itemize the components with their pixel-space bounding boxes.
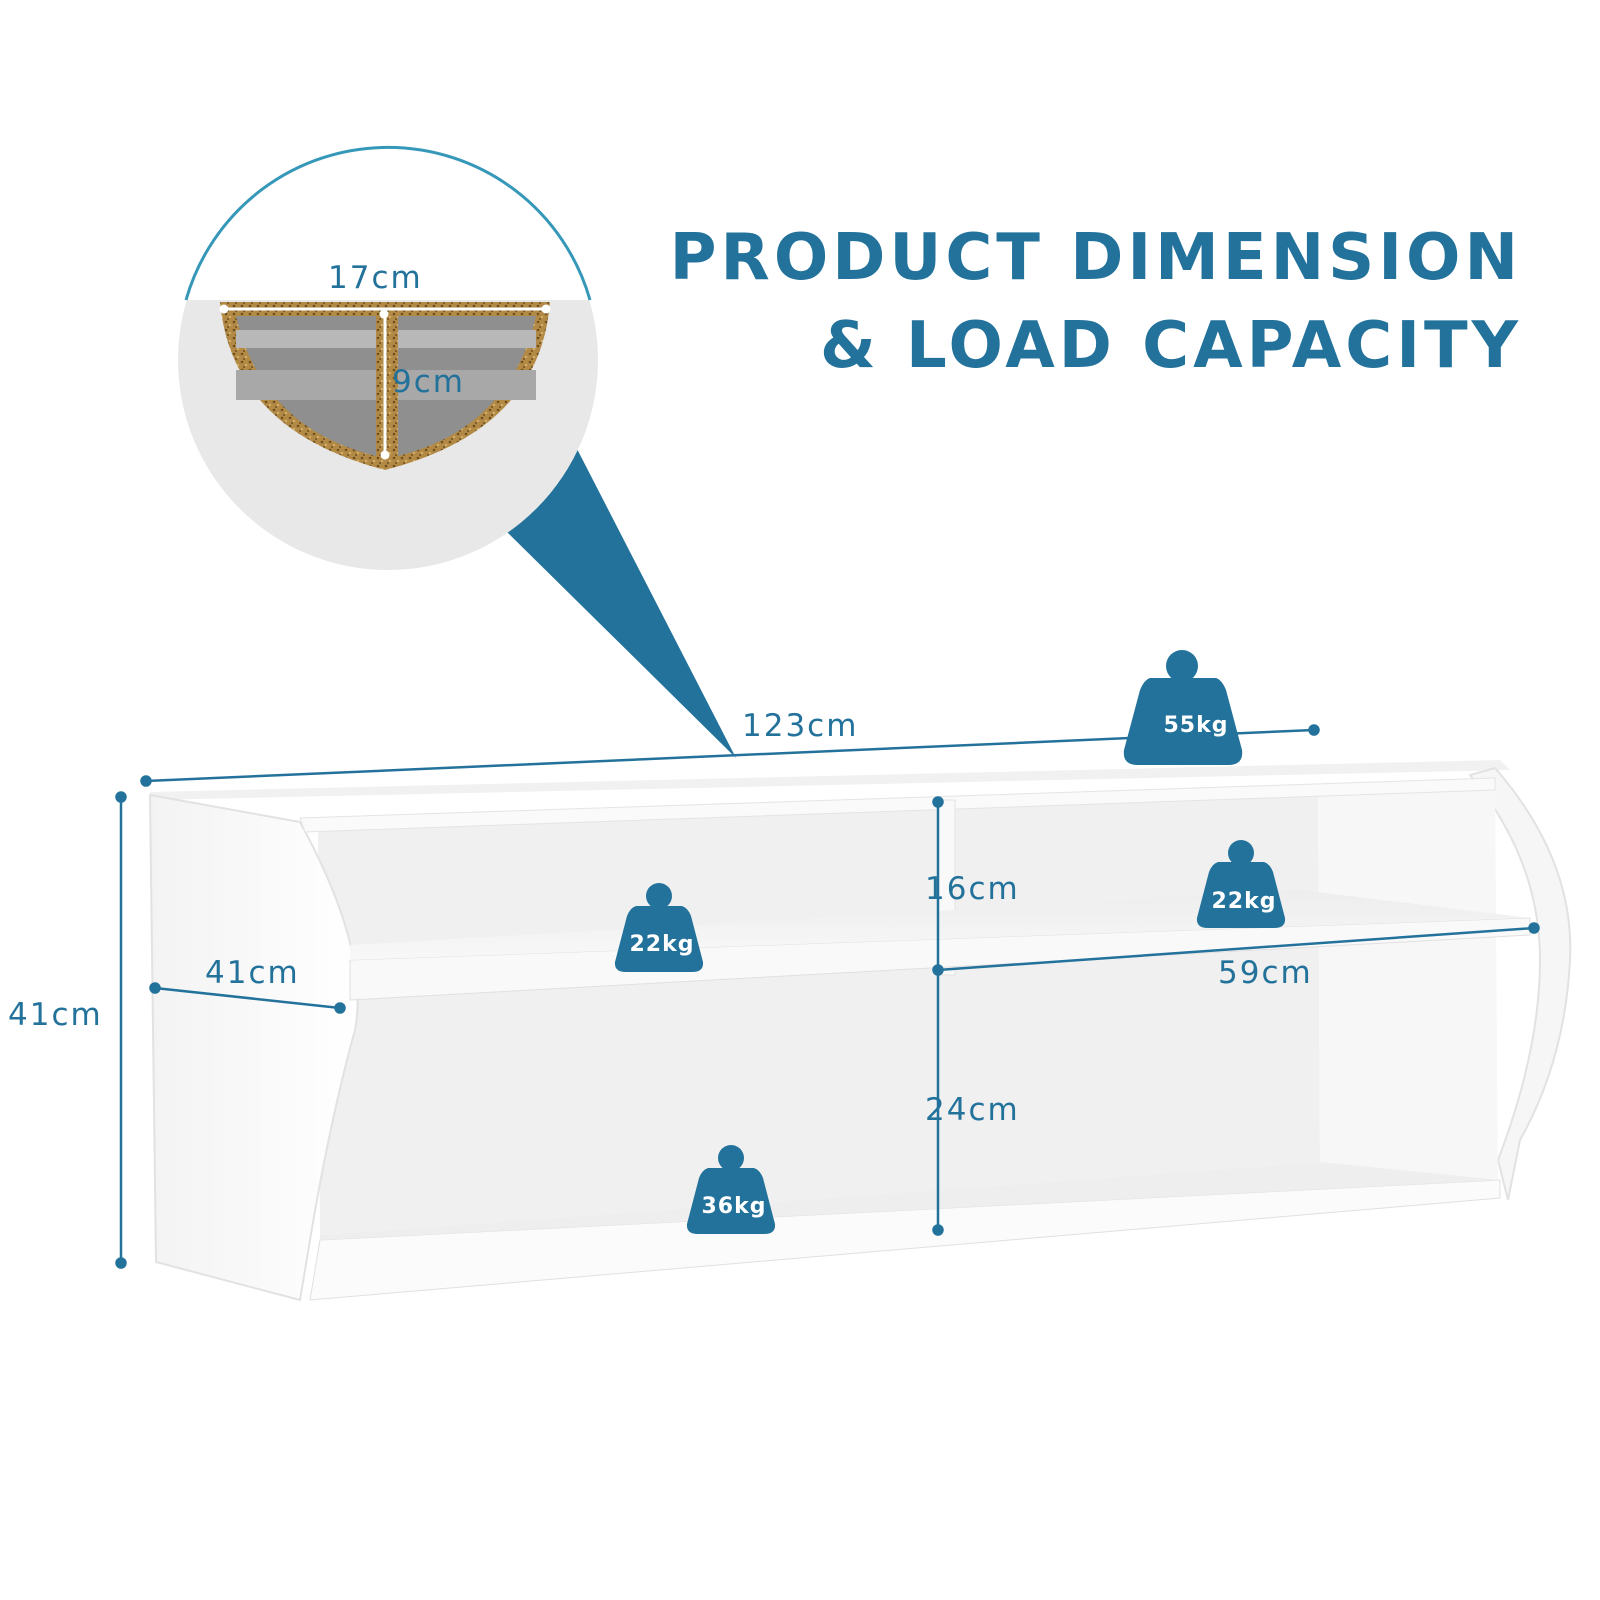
panel-cross-section — [220, 302, 550, 470]
upper-shelf-height-label: 16cm — [925, 871, 1020, 907]
total-height-label: 41cm — [8, 997, 103, 1033]
detail-circle-outline — [184, 145, 592, 301]
panel-width-label: 17cm — [328, 260, 423, 296]
depth-label: 41cm — [205, 955, 300, 991]
detail-magnifier — [178, 145, 736, 758]
panel-height-label: 9cm — [392, 364, 465, 400]
load-upper-left-label: 22kg — [629, 932, 695, 957]
detail-pointer — [505, 445, 736, 758]
weight-icon — [686, 1145, 776, 1234]
lower-shelf-height-label: 24cm — [925, 1092, 1020, 1128]
dimension-lines — [115, 724, 1540, 1269]
weight-icon — [1196, 840, 1286, 928]
headline-line-2: & LOAD CAPACITY — [819, 309, 1522, 383]
total-width-label: 123cm — [742, 708, 859, 744]
compartment-width-label: 59cm — [1218, 955, 1313, 991]
weight-icon — [614, 883, 704, 972]
floating-tv-shelf — [148, 760, 1572, 1302]
load-upper-right-label: 22kg — [1211, 889, 1277, 914]
load-bottom-label: 36kg — [701, 1194, 767, 1219]
headline-line-1: PRODUCT DIMENSION — [669, 221, 1522, 295]
load-top-label: 55kg — [1163, 713, 1229, 738]
weight-icon — [1123, 650, 1243, 765]
